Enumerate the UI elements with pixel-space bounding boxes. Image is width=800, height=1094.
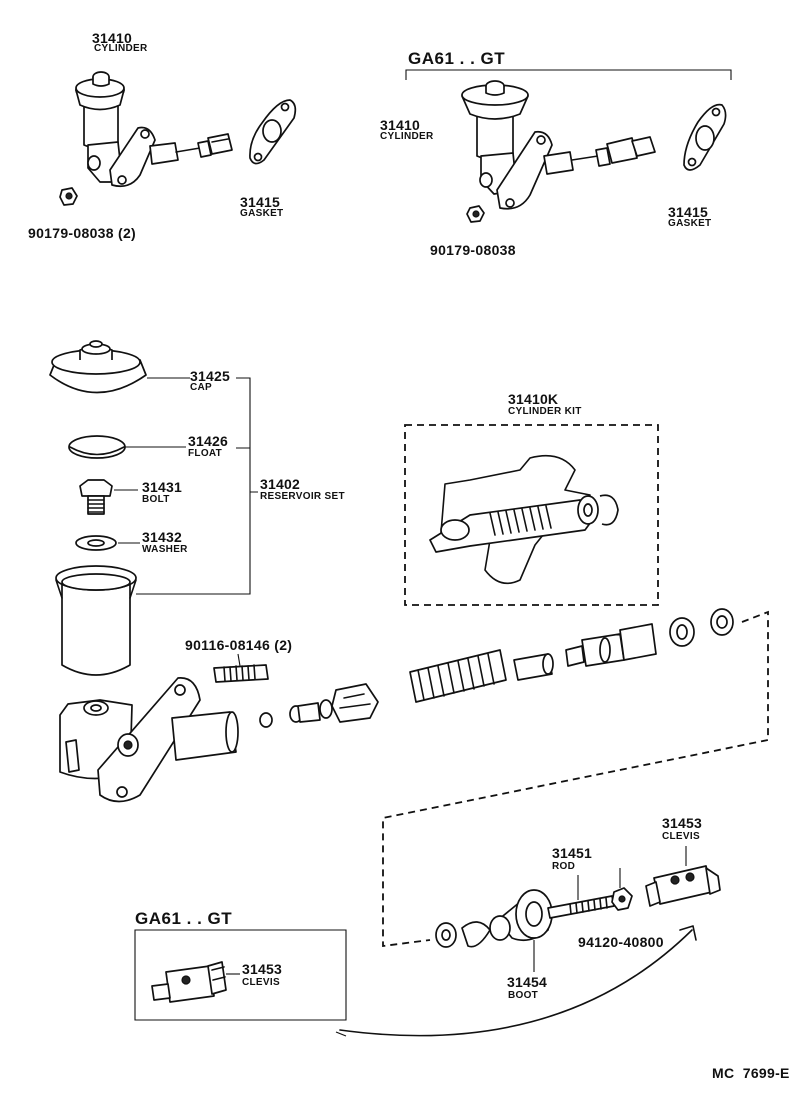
label-cylinder-kit-number: 31410K [508,391,559,407]
label-float-name: FLOAT [188,448,223,459]
label-lock-nut-code: 94120-40800 [578,934,664,950]
label-rod-name: ROD [552,861,576,872]
reservoir-set-bracket [136,377,258,595]
label-reservoir-set-name: RESERVOIR SET [260,491,345,502]
label-gasket-number-top-right: 31415 [668,204,708,220]
label-gasket-name-top-left: GASKET [240,208,284,219]
return-spring [409,649,507,703]
inset-frame [134,929,347,1021]
piston-small-parts [259,683,379,728]
reservoir-body [55,565,137,676]
reservoir-washer [75,535,117,551]
exploded-leader-line [382,610,769,948]
cylinder-kit-contents [429,454,619,585]
header-ga61-gt-top: GA61 . . GT [408,49,506,68]
label-nut-code-top-left: 90179-08038 (2) [28,225,137,241]
piston-assembly [513,623,657,681]
label-cylinder-name-top-right: CYLINDER [380,131,434,142]
cup-seals [669,608,734,647]
reservoir-cap [49,340,147,394]
label-bolt-number: 31431 [142,479,182,495]
boot [489,889,553,942]
stud-bolt [213,664,269,683]
curved-arrow-head [679,925,697,941]
label-stud-code: 90116-08146 (2) [185,637,293,653]
label-cylinder-kit-name: CYLINDER KIT [508,406,582,417]
master-cylinder-top-right [461,80,656,223]
label-washer-name: WASHER [142,544,188,555]
lock-nut [611,887,633,911]
inset-clevis [151,961,227,1003]
label-cylinder-number-top-right: 31410 [380,117,420,133]
label-washer-number: 31432 [142,529,182,545]
master-cylinder-top-left [59,71,233,206]
label-inset-clevis-name: CLEVIS [242,977,280,988]
label-boot-number: 31454 [507,974,547,990]
label-clevis-number: 31453 [662,815,702,831]
label-float-number: 31426 [188,433,228,449]
footer-reference-code: MC 7699-E [712,1065,790,1081]
push-rod [547,895,615,919]
label-bolt-name: BOLT [142,494,170,505]
label-nut-code-top-right: 90179-08038 [430,242,516,258]
label-cylinder-name-top-left: CYLINDER [94,43,148,54]
reservoir-float [68,435,126,459]
master-cylinder-body [59,677,239,803]
header-bracket-top [405,69,732,80]
label-boot-name: BOOT [508,990,539,1001]
label-gasket-number-top-left: 31415 [240,194,280,210]
label-rod-number: 31451 [552,845,592,861]
label-clevis-name: CLEVIS [662,831,700,842]
label-cylinder-number-top-left: 31410 [92,30,132,46]
header-ga61-gt-inset: GA61 . . GT [135,909,233,928]
label-inset-clevis-number: 31453 [242,961,282,977]
label-cap-name: CAP [190,382,213,393]
snap-ring-and-washer [435,921,491,948]
cylinder-kit-box [404,424,659,606]
curved-arrow [339,929,693,1037]
reservoir-bolt [79,479,113,515]
gasket-top-left [249,99,297,165]
label-gasket-name-top-right: GASKET [668,218,712,229]
clevis [645,865,721,907]
label-cap-number: 31425 [190,368,230,384]
gasket-top-right [683,103,727,171]
label-reservoir-set-number: 31402 [260,476,300,492]
